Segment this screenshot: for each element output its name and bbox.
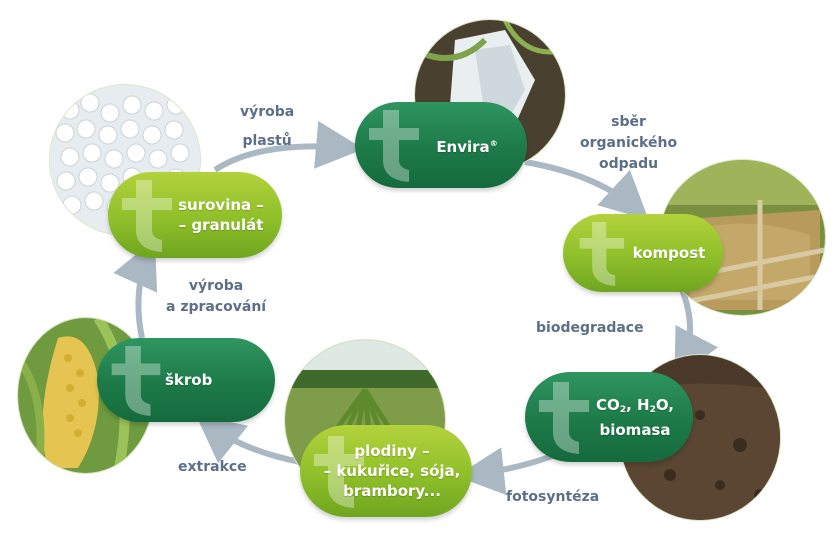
node-plodiny-line1: plodiny – [354,442,430,460]
node-kompost-text: kompost [625,214,713,292]
letter-t-leaf-logo-icon [365,110,421,182]
co-text: CO [596,395,620,414]
step-vyroba-zpracovani: výroba a zpracování [166,276,266,318]
node-kompost-label: kompost [632,244,706,262]
node-plodiny: plodiny – – kukuřice, sója, brambory... [300,425,472,517]
step-sber-line3: odpadu [598,156,659,172]
node-plodiny-line2: – kukuřice, sója, [323,462,461,480]
letter-t-leaf-logo-icon [118,180,174,252]
node-surovina: surovina – – granulát [108,172,282,258]
co-subscript: 2 [619,404,627,415]
step-vyroba-zpracovani-line1: výroba [188,278,244,294]
node-surovina-line2: – granulát [178,216,264,234]
letter-t-leaf-logo-icon [107,346,163,416]
step-extrakce-line1: extrakce [178,459,247,475]
o-text: O, [655,395,674,414]
node-skrob-label: škrob [165,371,213,389]
step-vyroba-plastu-line1: výroba [240,104,295,120]
letter-t-leaf-logo-icon [310,433,366,511]
h-text: , H [626,395,650,414]
node-surovina-line1: surovina – [178,196,264,214]
node-plodiny-text: plodiny – – kukuřice, sója, brambory... [320,425,464,517]
arrow-skrob-to-surovina [113,239,158,339]
step-sber-line1: sběr [611,114,646,130]
arrow-surovina-to-envira [213,120,364,173]
step-biodegradace-line1: biodegradace [536,320,644,336]
arrow-co2-to-plodiny [456,447,557,496]
arrow-envira-to-kompost [524,159,649,221]
node-envira: Envira® [355,102,527,188]
h-subscript: 2 [649,404,656,415]
step-fotosynteza: fotosyntéza [506,487,599,508]
registered-mark: ® [489,138,498,148]
node-envira-name: Envira [436,137,490,156]
step-sber: sběr organického odpadu [580,112,677,175]
node-co2-line2: biomasa [599,420,671,439]
node-co2-biomasa: CO2, H2O, biomasa [525,372,693,462]
node-envira-text: Envira® [417,102,517,188]
step-vyroba-zpracovani-line2: a zpracování [166,299,267,315]
node-plodiny-line3: brambory... [343,482,441,500]
step-extrakce: extrakce [178,457,247,478]
step-vyroba-plastu: výroba plastů [240,102,294,152]
step-biodegradace: biodegradace [536,318,644,339]
node-surovina-text: surovina – – granulát [170,172,272,258]
node-skrob-text: škrob [165,338,265,422]
letter-t-leaf-logo-icon [573,222,629,286]
node-co2-text: CO2, H2O, biomasa [587,372,683,462]
step-vyroba-plastu-line2: plastů [242,133,292,149]
node-co2-line1: CO2, H2O, [596,395,674,420]
node-kompost: kompost [563,214,723,292]
node-skrob: škrob [97,338,275,422]
step-sber-line2: organického [580,135,678,151]
arrow-plodiny-to-skrob [195,414,301,465]
letter-t-leaf-logo-icon [535,380,591,456]
step-fotosynteza-line1: fotosyntéza [506,489,600,505]
